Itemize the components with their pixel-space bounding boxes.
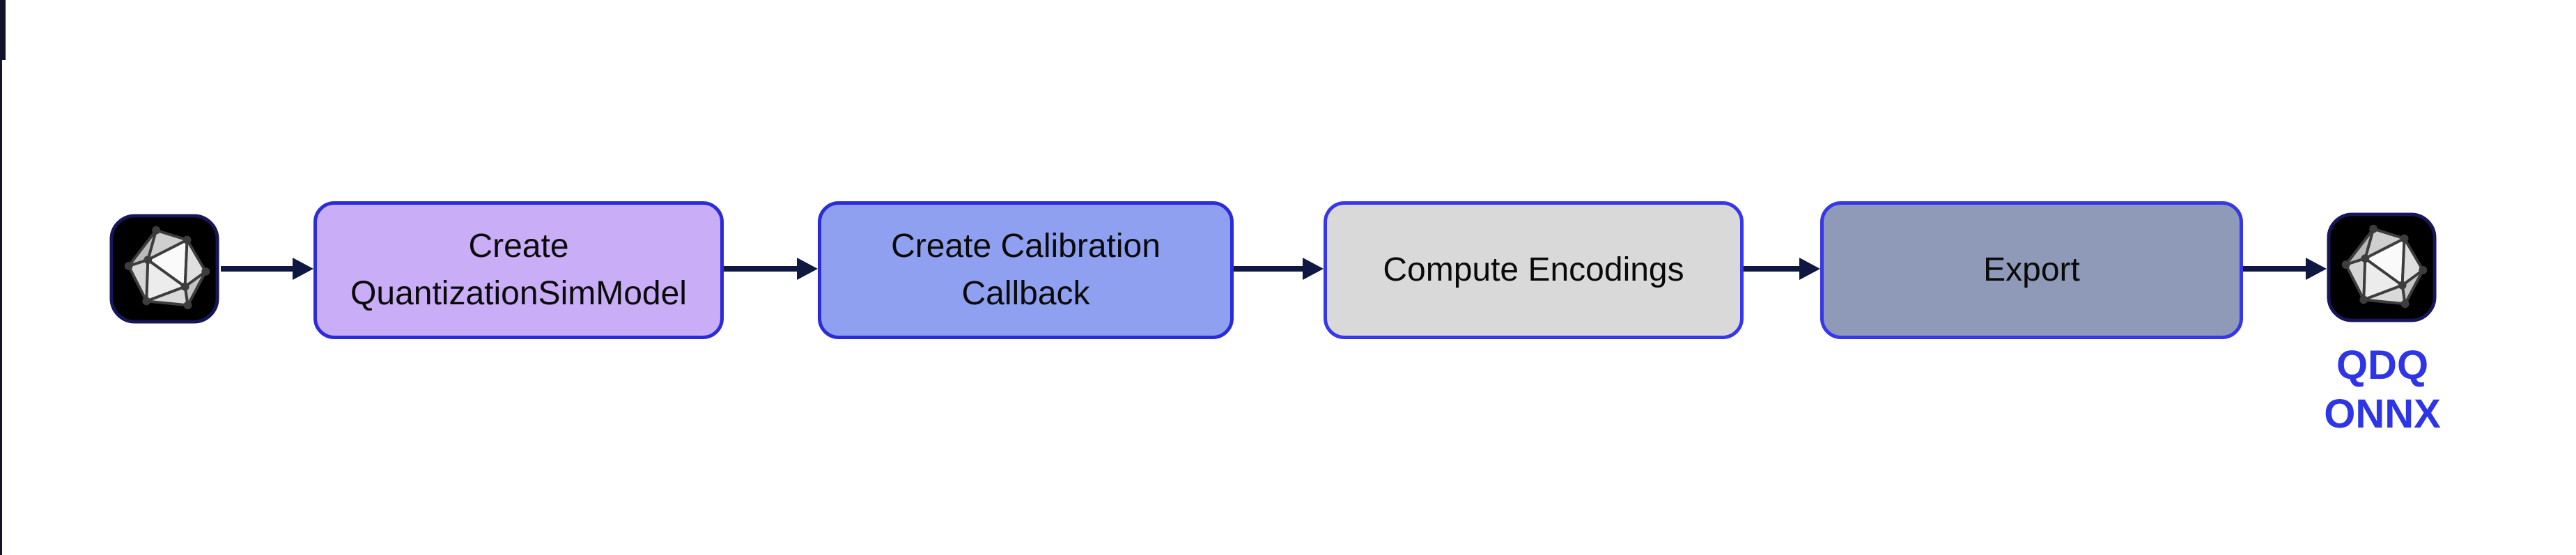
arrow-head-icon [1303,258,1324,280]
onnx-logo-icon [109,214,219,324]
arrow-shaft [1234,266,1303,272]
arrow-head-icon [2306,258,2327,280]
flow-step-label: Create Calibration Callback [891,227,1161,312]
onnx-logo-icon [2327,212,2437,322]
flow-arrow [2243,258,2327,280]
flow-step-export: Export [1820,201,2243,339]
flow-arrow [221,258,313,280]
left-edge-line [0,0,2,555]
arrow-head-icon [1799,258,1820,280]
arrow-shaft [1744,266,1799,272]
left-edge-bar [0,0,6,60]
output-format-caption-line2: ONNX [2324,391,2441,437]
flow-arrow [724,258,818,280]
output-format-caption-line1: QDQ [2336,343,2429,388]
flow-step-create-calibration-callback: Create Calibration Callback [818,201,1234,339]
flow-arrow [1744,258,1820,280]
arrow-shaft [221,266,293,272]
output-format-caption: QDQ ONNX [2314,341,2451,439]
arrow-head-icon [797,258,818,280]
arrow-head-icon [293,258,313,280]
arrow-shaft [724,266,797,272]
flow-arrow [1234,258,1324,280]
flow-step-label: Compute Encodings [1383,251,1684,288]
flow-step-create-quantizationsimmodel: Create QuantizationSimModel [313,201,724,339]
flow-step-compute-encodings: Compute Encodings [1324,201,1744,339]
arrow-shaft [2243,266,2306,272]
flow-step-label: Export [1983,251,2080,288]
flow-step-label: Create QuantizationSimModel [350,227,687,312]
